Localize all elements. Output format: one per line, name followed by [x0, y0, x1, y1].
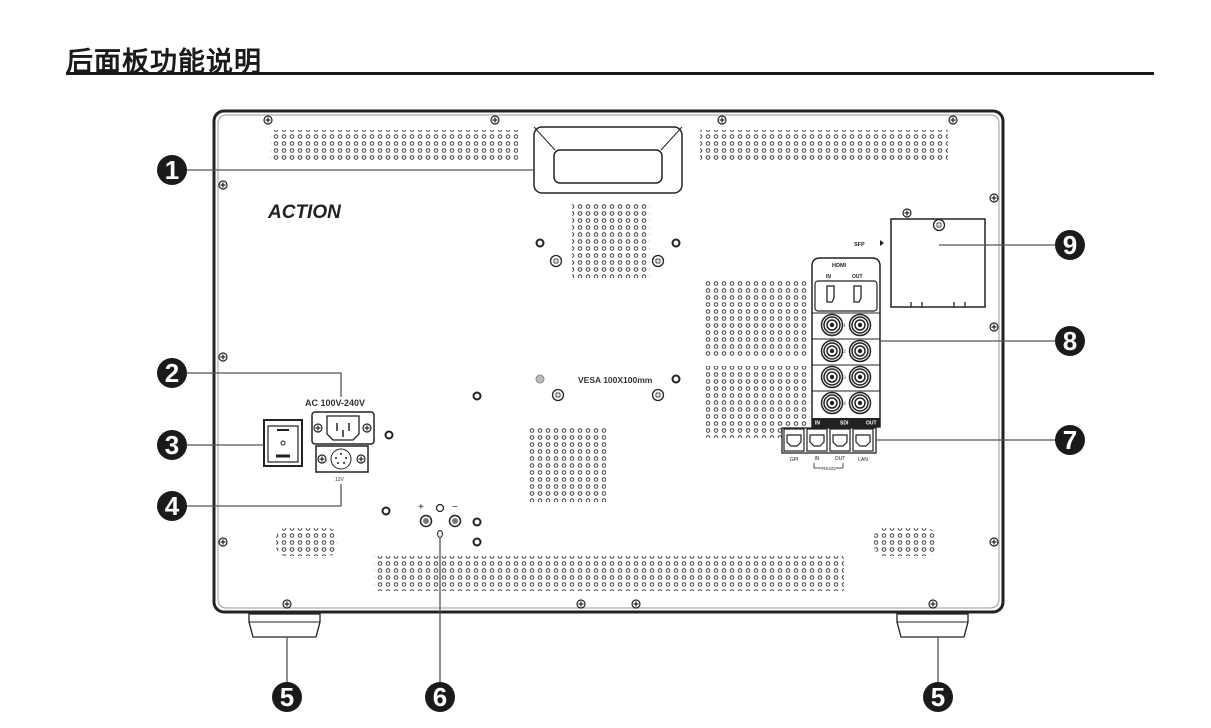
hdmi-in-label: IN: [826, 274, 831, 280]
sfp-label: SFP: [854, 242, 865, 248]
leader-lines: [186, 169, 1056, 682]
title-underline: [66, 72, 1154, 75]
callout-5-right-number: 5: [931, 682, 945, 712]
dc-label: 12V: [335, 477, 345, 483]
brand-logo: ACTION: [267, 202, 342, 223]
foot-left: [248, 613, 321, 638]
callout-9: 9: [1055, 230, 1085, 260]
sdi-out-label: OUT: [866, 421, 877, 427]
monitor-body: [212, 109, 1005, 614]
rj45-gpi-label: GPI: [790, 457, 799, 463]
callout-1-number: 1: [165, 155, 179, 185]
io-module: HDMI IN OUT 1 2 3 4 IN SDI OUT: [811, 257, 881, 428]
power-label: AC 100V-240V: [305, 398, 365, 408]
tally-minus: −: [452, 502, 458, 513]
sdi-in-label: IN: [815, 421, 820, 427]
sdi-channel-3: 3: [843, 376, 846, 381]
vesa-label: VESA 100X100mm: [578, 375, 653, 385]
speaker-right: [874, 528, 936, 556]
dc-input: [315, 445, 369, 473]
carry-handle: [533, 126, 683, 194]
vent-right-lower: [706, 366, 810, 438]
callout-1: 1: [157, 155, 187, 185]
callout-6: 6: [425, 682, 455, 712]
callout-3: 3: [157, 430, 187, 460]
sdi-channel-2: 2: [843, 350, 846, 355]
ac-inlet: [311, 411, 375, 445]
vent-center: [528, 428, 606, 502]
vent-bottom: [374, 556, 844, 591]
callout-3-number: 3: [165, 430, 179, 460]
sdi-label: SDI: [840, 421, 849, 427]
callout-7: 7: [1055, 425, 1085, 455]
vent-right-upper: [704, 280, 808, 356]
vent-top-left: [270, 130, 518, 162]
foot-right: [896, 613, 969, 638]
tally-plus: +: [418, 502, 424, 513]
rj45-in-label: IN: [815, 456, 820, 462]
rj45-out-label: OUT: [835, 456, 846, 462]
callout-8: 8: [1055, 326, 1085, 356]
power-switch: [263, 419, 303, 467]
callout-5-left-number: 5: [280, 682, 294, 712]
speaker-left: [276, 528, 338, 556]
callout-6-number: 6: [433, 682, 447, 712]
hdmi-title: HDMI: [832, 263, 847, 269]
callout-4: 4: [157, 491, 187, 521]
rj45-ports: GPI IN OUT RS422 LAN: [781, 427, 877, 471]
sdi-channel-1: 1: [843, 324, 846, 329]
callout-4-number: 4: [165, 491, 180, 521]
rs422-label: RS422: [822, 466, 836, 471]
callout-5-left: 5: [272, 682, 302, 712]
vent-top-right: [700, 130, 948, 162]
sdi-channel-4: 4: [843, 402, 846, 407]
sfp-cover: [890, 218, 986, 308]
rj45-lan-label: LAN: [858, 457, 868, 463]
hdmi-out-label: OUT: [852, 274, 863, 280]
callout-8-number: 8: [1063, 326, 1077, 356]
callout-2: 2: [157, 358, 187, 388]
callout-7-number: 7: [1063, 425, 1077, 455]
vent-center-top: [572, 202, 650, 278]
callout-9-number: 9: [1063, 230, 1077, 260]
callout-5-right: 5: [923, 682, 953, 712]
callout-2-number: 2: [165, 358, 179, 388]
